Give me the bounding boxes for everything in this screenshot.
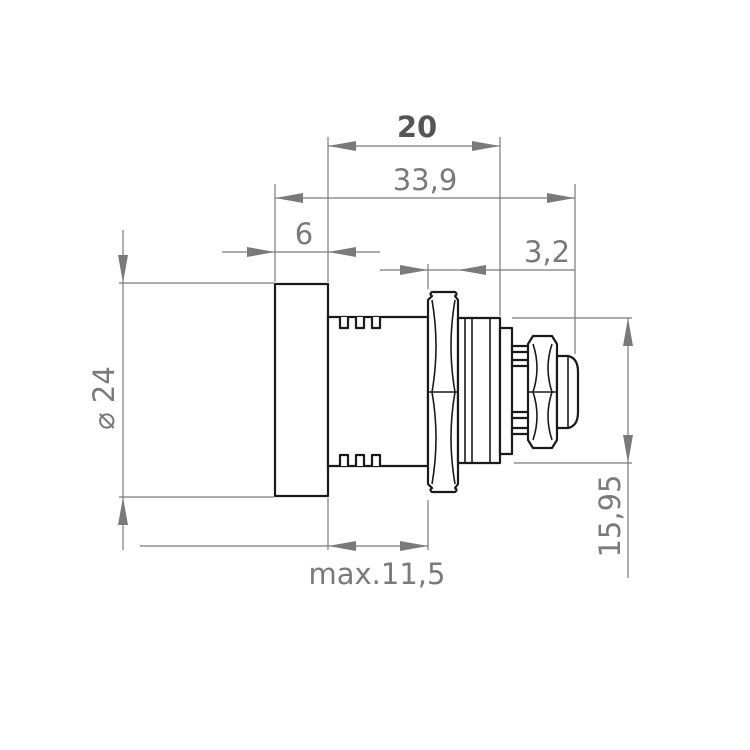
rear-collar [498,326,514,456]
dimension-labels: 20 33,9 6 3,2 ⌀ 24 max.11,5 15,95 [87,110,627,591]
dim-label-20: 20 [397,110,437,144]
dim-label-3-2: 3,2 [524,235,570,269]
body-notches-top [338,317,382,330]
washer-lines [464,318,491,463]
extension-lines [119,137,632,550]
rear-nut-face-lines [528,343,557,441]
dim-label-diameter-24: ⌀ 24 [87,366,121,430]
dim-label-33-9: 33,9 [393,163,458,197]
hex-nut-face-lines [428,299,458,485]
threaded-body [326,315,430,468]
dimension-lines [118,137,633,578]
dim-label-6: 6 [295,217,313,251]
body-notches-bottom [338,453,382,466]
component-outline [273,282,580,498]
dim-label-15-95: 15,95 [593,474,627,557]
dim-label-max-11-5: max.11,5 [309,557,446,591]
front-cap [273,282,330,498]
